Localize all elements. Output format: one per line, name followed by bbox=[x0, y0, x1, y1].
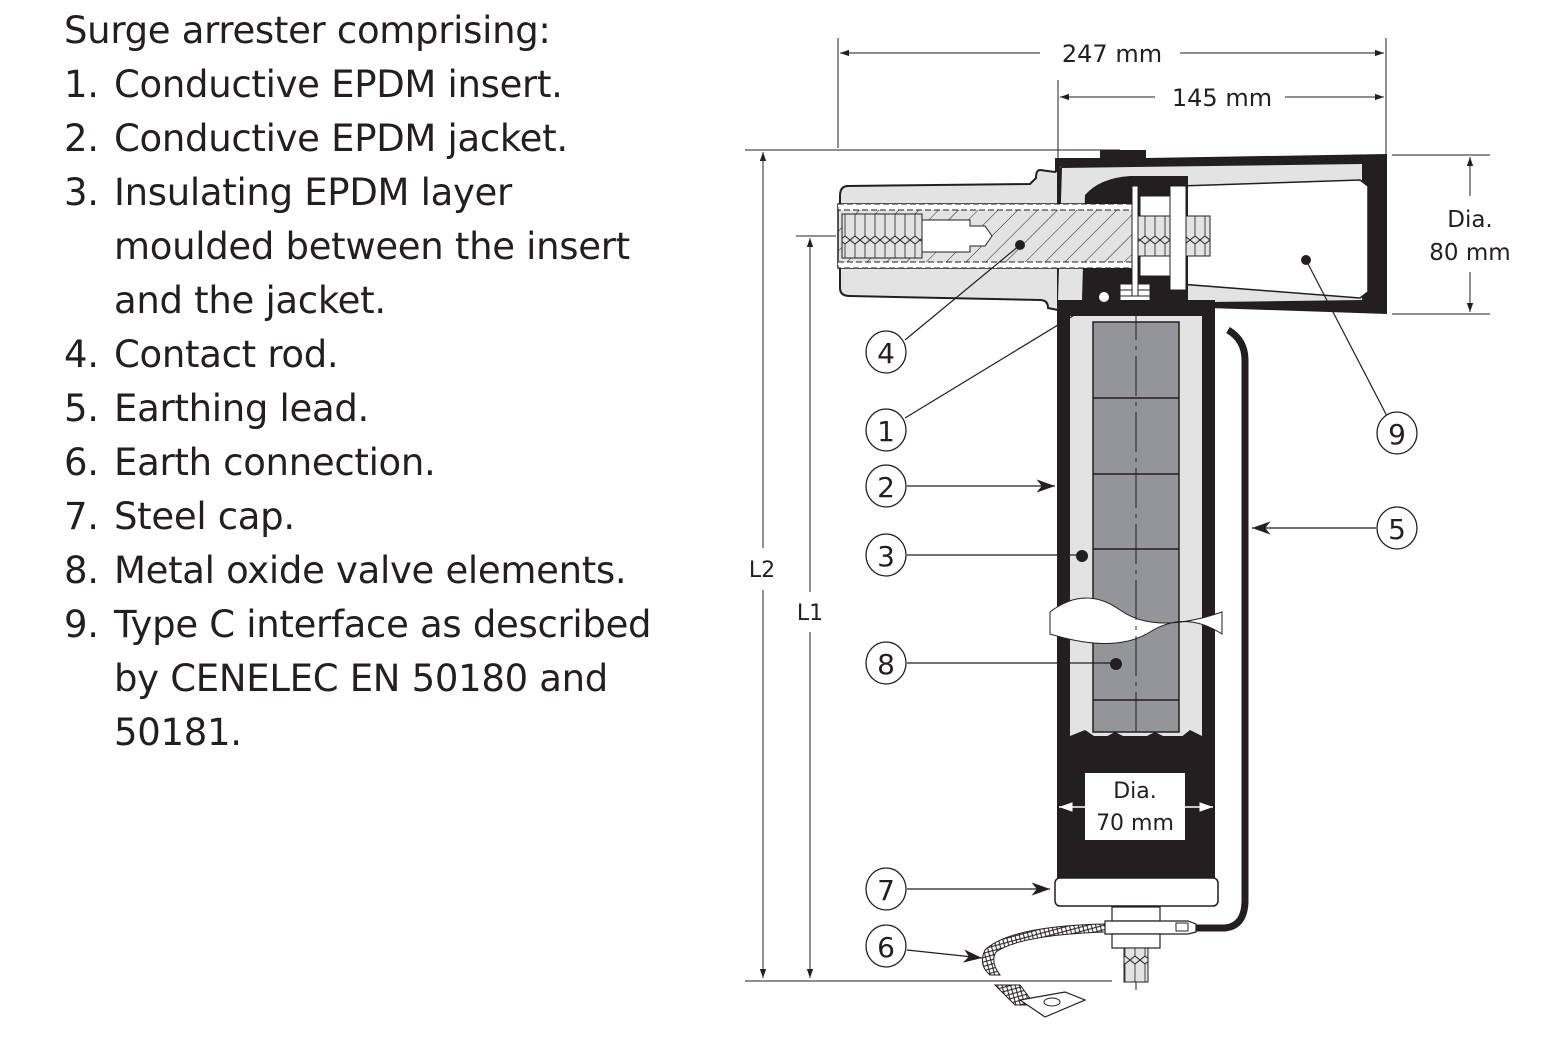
legend-item: 4. Contact rod. bbox=[64, 328, 704, 382]
bolt-nut bbox=[1111, 906, 1161, 922]
legend-item-text: Earth connection. bbox=[114, 441, 436, 484]
legend-item-number: 1. bbox=[64, 63, 99, 106]
callout-4: 4 bbox=[865, 330, 907, 374]
leader-line-1 bbox=[904, 296, 1105, 419]
legend-item: 3. Insulating EPDM layer moulded between … bbox=[64, 166, 704, 328]
earthing-lead bbox=[1196, 326, 1249, 932]
legend-item-text: Metal oxide valve elements. bbox=[114, 549, 627, 592]
component-legend: Surge arrester comprising: 1. Conductive … bbox=[64, 4, 704, 760]
legend-item-number: 7. bbox=[64, 495, 99, 538]
svg-text:5: 5 bbox=[1388, 513, 1406, 546]
legend-item-text: Earthing lead. bbox=[114, 387, 369, 430]
legend-item: 9. Type C interface as described by CENEL… bbox=[64, 598, 704, 760]
legend-item-number: 3. bbox=[64, 171, 99, 214]
legend-item: 5. Earthing lead. bbox=[64, 382, 704, 436]
legend-item: 1. Conductive EPDM insert. bbox=[64, 58, 704, 112]
dimension-overall-length: 247 mm bbox=[837, 38, 1387, 155]
legend-item: 7. Steel cap. bbox=[64, 490, 704, 544]
legend-item-number: 6. bbox=[64, 441, 99, 484]
dimension-label-145: 145 mm bbox=[1172, 84, 1272, 112]
leader-line-6 bbox=[906, 949, 983, 963]
steel-cap bbox=[1054, 877, 1219, 907]
arrester-head bbox=[837, 150, 1387, 330]
break-symbol bbox=[1049, 597, 1223, 645]
legend-item-number: 2. bbox=[64, 117, 99, 160]
svg-text:1: 1 bbox=[877, 415, 895, 448]
leader-dot-4 bbox=[1015, 240, 1025, 250]
rod-pin bbox=[921, 219, 993, 253]
dimension-label-l2: L2 bbox=[749, 558, 775, 583]
callout-6: 6 bbox=[865, 924, 907, 968]
legend-item-text: Steel cap. bbox=[114, 495, 295, 538]
terminal-hole bbox=[1175, 922, 1189, 932]
contact-rod-sleeve bbox=[837, 203, 1139, 211]
dimension-label-70: 70 mm bbox=[1096, 811, 1174, 836]
dimension-label-dia: Dia. bbox=[1447, 207, 1493, 233]
legend-item-text: Insulating EPDM layer moulded between th… bbox=[114, 171, 630, 322]
earth-bolt bbox=[1123, 947, 1149, 983]
nut bbox=[1139, 255, 1171, 277]
svg-text:9: 9 bbox=[1388, 418, 1406, 451]
svg-text:4: 4 bbox=[877, 337, 895, 370]
legend-item-text: Conductive EPDM insert. bbox=[114, 63, 563, 106]
svg-text:2: 2 bbox=[877, 471, 895, 504]
legend-item: 6. Earth connection. bbox=[64, 436, 704, 490]
dimension-interface-length: 145 mm bbox=[1057, 80, 1384, 160]
svg-text:8: 8 bbox=[877, 648, 895, 681]
legend-item-number: 4. bbox=[64, 333, 99, 376]
legend-item-text: Contact rod. bbox=[114, 333, 339, 376]
legend-item-text: Conductive EPDM jacket. bbox=[114, 117, 568, 160]
dimension-head-diameter: Dia. 80 mm bbox=[1392, 154, 1511, 315]
contact-pin bbox=[1131, 185, 1139, 297]
arrester-body: Dia. 70 mm bbox=[1049, 300, 1223, 990]
dimension-label-247: 247 mm bbox=[1062, 40, 1162, 68]
callout-2: 2 bbox=[865, 464, 907, 508]
leader-line-4 bbox=[904, 244, 1021, 341]
leader-dot-9 bbox=[1301, 255, 1311, 265]
leader-dot-1 bbox=[1099, 292, 1109, 302]
callout-3: 3 bbox=[865, 533, 907, 577]
earth-eye bbox=[1215, 318, 1225, 328]
callout-5: 5 bbox=[1376, 506, 1418, 550]
callout-7: 7 bbox=[865, 867, 907, 911]
legend-item-text: Type C interface as described by CENELEC… bbox=[114, 603, 652, 754]
washer bbox=[1169, 185, 1187, 291]
legend-item: 2. Conductive EPDM jacket. bbox=[64, 112, 704, 166]
dimension-l2: L2 bbox=[745, 149, 1120, 978]
callout-1: 1 bbox=[865, 408, 907, 452]
legend-item-number: 9. bbox=[64, 603, 99, 646]
lug-hole bbox=[1043, 997, 1061, 1007]
svg-text:3: 3 bbox=[877, 540, 895, 573]
svg-text:6: 6 bbox=[877, 931, 895, 964]
dimension-l1: L1 bbox=[745, 235, 1300, 982]
cutaway-edge bbox=[1070, 730, 1202, 760]
earth-braid bbox=[981, 923, 1106, 976]
legend-item: 8. Metal oxide valve elements. bbox=[64, 544, 704, 598]
leader-dot-8 bbox=[1110, 658, 1122, 670]
dimension-label-dia: Dia. bbox=[1113, 779, 1157, 804]
leader-line-9 bbox=[1305, 259, 1389, 419]
body-dia-label-box bbox=[1085, 773, 1185, 840]
leader-dot-3 bbox=[1076, 550, 1088, 562]
legend-item-number: 5. bbox=[64, 387, 99, 430]
dimension-label-l1: L1 bbox=[797, 601, 823, 626]
legend-title: Surge arrester comprising: bbox=[64, 9, 551, 52]
callout-8: 8 bbox=[865, 641, 907, 685]
contact-rod-sleeve bbox=[837, 261, 1139, 269]
legend-item-number: 8. bbox=[64, 549, 99, 592]
callout-9: 9 bbox=[1376, 411, 1418, 455]
rod-thread bbox=[841, 213, 923, 259]
svg-text:7: 7 bbox=[877, 874, 895, 907]
bolt-nut bbox=[1111, 933, 1161, 949]
dimension-label-80: 80 mm bbox=[1429, 240, 1510, 266]
nut bbox=[1139, 195, 1171, 217]
callouts: 4 1 2 3 8 7 6 9 5 bbox=[865, 240, 1418, 968]
